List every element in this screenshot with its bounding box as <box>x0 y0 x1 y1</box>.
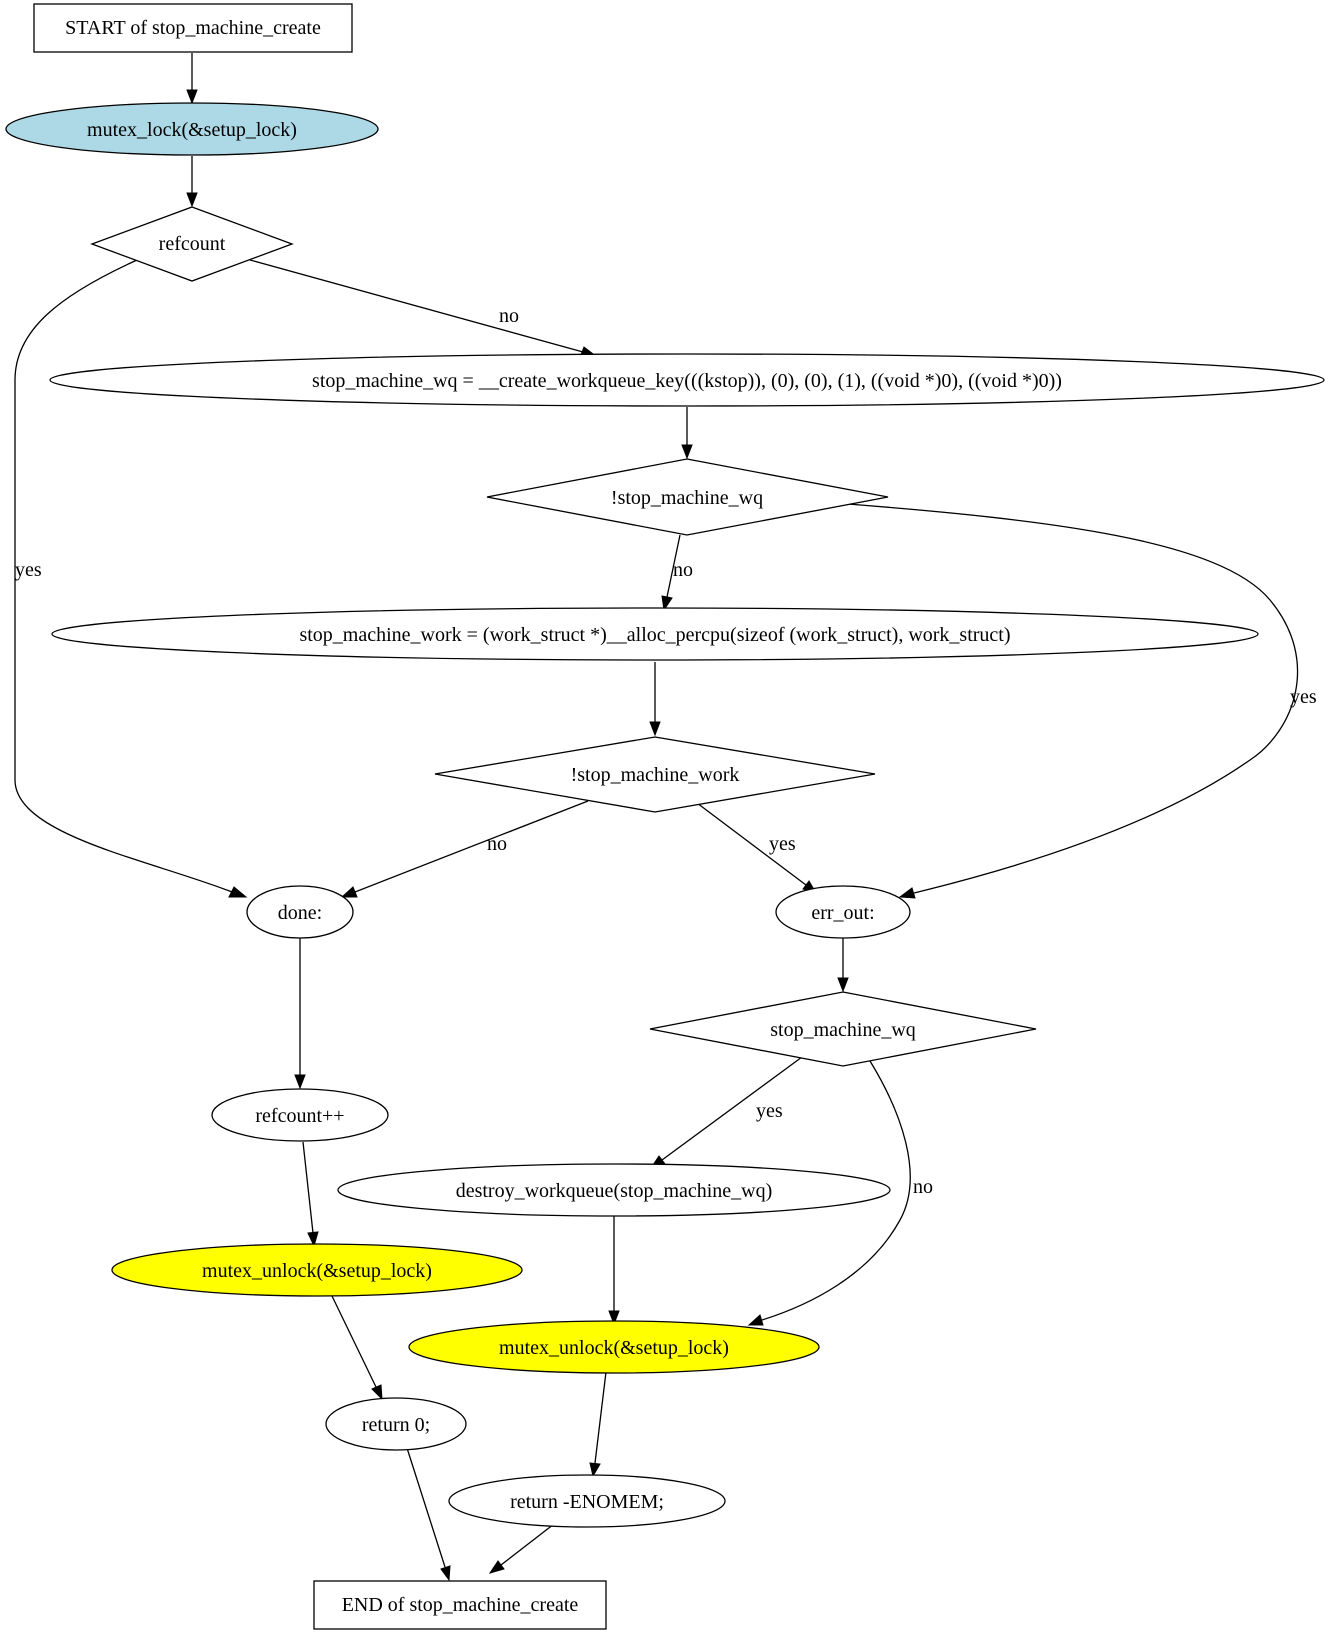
node-work-check: !stop_machine_work <box>434 736 876 813</box>
edge-label-refcount-no: no <box>499 305 519 327</box>
edge-label-wqchk-no: no <box>673 559 693 581</box>
node-destroy-workqueue-label: destroy_workqueue(stop_machine_wq) <box>456 1180 773 1202</box>
node-refcount-check-label: refcount <box>159 233 226 255</box>
node-start-label: START of stop_machine_create <box>65 17 321 39</box>
node-mutex-unlock-2: mutex_unlock(&setup_lock) <box>408 1320 820 1374</box>
node-create-workqueue-label: stop_machine_wq = __create_workqueue_key… <box>312 370 1062 392</box>
edge-label-workchk-yes: yes <box>769 833 796 855</box>
edge-wqchk-yes <box>847 503 1299 899</box>
nodes: START of stop_machine_create mutex_lock(… <box>5 3 1325 1630</box>
edge-wqchk2-no <box>747 1060 911 1326</box>
edge-label-workchk-no: no <box>487 833 507 855</box>
edge-unlock2-to-retenomem <box>589 1371 607 1478</box>
node-mutex-lock-label: mutex_lock(&setup_lock) <box>87 119 297 141</box>
edge-start-to-lock <box>186 53 198 105</box>
node-wq-check2-label: stop_machine_wq <box>770 1019 916 1041</box>
node-refcount-increment: refcount++ <box>211 1088 389 1142</box>
edge-label-wqchk-yes: yes <box>1290 686 1317 708</box>
edge-labels: yes no no yes no yes yes no <box>15 305 1317 1198</box>
edge-label-refcount-yes: yes <box>15 559 42 581</box>
node-alloc-work-label: stop_machine_work = (work_struct *)__all… <box>299 624 1010 646</box>
edge-alloc-to-workchk <box>649 662 661 737</box>
node-mutex-unlock-2-label: mutex_unlock(&setup_lock) <box>499 1337 729 1359</box>
edge-errout-to-wqchk2 <box>837 938 849 993</box>
node-return-0: return 0; <box>325 1397 467 1451</box>
node-return-enomem: return -ENOMEM; <box>448 1474 726 1528</box>
edge-workchk-no <box>340 800 589 898</box>
node-alloc-work: stop_machine_work = (work_struct *)__all… <box>51 607 1259 661</box>
node-mutex-lock: mutex_lock(&setup_lock) <box>5 102 379 156</box>
node-refcount-increment-label: refcount++ <box>255 1105 344 1127</box>
edge-createwq-to-wqchk <box>681 407 693 460</box>
edge-refcount-no <box>249 259 599 358</box>
node-done-label: done: <box>278 902 322 924</box>
edge-lock-to-refcount <box>186 156 198 208</box>
node-work-check-label: !stop_machine_work <box>571 764 740 786</box>
edge-retenomem-to-end <box>488 1523 555 1574</box>
edge-workchk-yes <box>696 802 818 894</box>
node-destroy-workqueue: destroy_workqueue(stop_machine_wq) <box>337 1163 891 1217</box>
edge-refcount-yes <box>14 259 248 898</box>
node-create-workqueue: stop_machine_wq = __create_workqueue_key… <box>49 353 1325 407</box>
node-mutex-unlock-1-label: mutex_unlock(&setup_lock) <box>202 1260 432 1282</box>
edge-label-wqchk2-yes: yes <box>756 1100 783 1122</box>
edge-unlock1-to-ret0 <box>331 1295 383 1401</box>
node-wq-check2: stop_machine_wq <box>649 991 1037 1067</box>
node-end-label: END of stop_machine_create <box>342 1594 579 1616</box>
node-done: done: <box>246 885 354 939</box>
node-end: END of stop_machine_create <box>313 1580 607 1630</box>
node-return-0-label: return 0; <box>362 1414 430 1436</box>
edge-refcountinc-to-unlock1 <box>302 1141 319 1248</box>
node-wq-check-label: !stop_machine_wq <box>611 487 763 509</box>
edge-destroy-to-unlock2 <box>608 1215 620 1326</box>
edge-label-wqchk2-no: no <box>913 1176 933 1198</box>
node-return-enomem-label: return -ENOMEM; <box>510 1491 664 1513</box>
edge-done-to-refcountinc <box>294 938 306 1090</box>
edge-wqchk-no <box>661 534 681 612</box>
node-refcount-check: refcount <box>90 206 294 282</box>
node-start: START of stop_machine_create <box>33 3 353 53</box>
node-err-out: err_out: <box>775 885 911 939</box>
node-wq-check: !stop_machine_wq <box>486 458 889 536</box>
edge-ret0-to-end <box>406 1447 451 1582</box>
node-mutex-unlock-1: mutex_unlock(&setup_lock) <box>111 1243 523 1297</box>
node-err-out-label: err_out: <box>811 902 874 924</box>
